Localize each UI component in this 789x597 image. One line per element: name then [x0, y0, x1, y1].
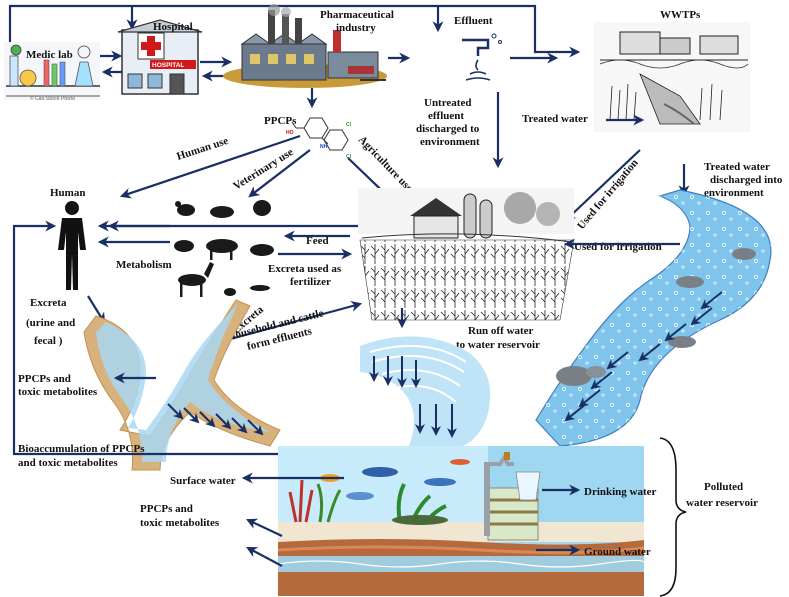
arrow-ppcps-toxic-2b [246, 546, 283, 567]
label-bioaccum-1: Bioaccumulation of PPCPs [18, 443, 145, 455]
label-bioaccum-2: and toxic metabolites [18, 457, 118, 469]
label-untreated-2: effluent [428, 110, 464, 122]
label-irrigation-diag: Used for irrigation [575, 157, 641, 232]
turkey-icon [253, 200, 271, 216]
runoff-stream-illustration [360, 336, 491, 448]
horse-icon [178, 274, 206, 286]
svg-text:NH: NH [320, 144, 328, 150]
label-polluted-1: Polluted [704, 481, 743, 493]
label-irrigation: Used for irrigation [574, 241, 662, 253]
label-human-use: Human use [175, 135, 230, 163]
effluent-icon [462, 33, 502, 81]
label-treated-discharged-2: discharged into [710, 174, 783, 186]
tap-icon [504, 452, 510, 460]
fish-icon [346, 492, 374, 500]
goose-icon [174, 240, 194, 252]
fish-icon [362, 467, 398, 477]
medic-lab-illustration [4, 42, 100, 100]
label-pharma-2: industry [336, 22, 376, 34]
top-line-to-wwtps [8, 4, 581, 58]
label-drinking-water: Drinking water [584, 486, 657, 498]
animals-illustration [174, 200, 274, 297]
label-treated-water: Treated water [522, 113, 588, 125]
label-wwtps: WWTPs [660, 9, 701, 21]
svg-text:Cl: Cl [346, 122, 352, 128]
arrow-ppcps-toxic-2 [246, 518, 283, 537]
label-ppcps-toxic-1b: toxic metabolites [18, 386, 98, 398]
reservoir-bracket [659, 437, 687, 597]
watermark-text: © Can Stock Photo [30, 95, 75, 102]
label-untreated-1: Untreated [424, 97, 471, 109]
arrow-human-use [119, 134, 301, 199]
hospital-illustration: HOSPITAL [117, 19, 203, 95]
water-reservoir-illustration [277, 446, 645, 596]
arrow-irrigation-diag [564, 149, 641, 222]
cow-icon [206, 239, 238, 253]
svg-text:HO: HO [286, 130, 294, 136]
lab-hospital-pharma-arrows [100, 50, 411, 82]
label-metabolism: Metabolism [116, 259, 172, 271]
label-runoff-2: to water reservoir [456, 339, 540, 351]
left-stream-arrows [167, 403, 264, 436]
river-arrows [564, 291, 723, 422]
wwtps-illustration [594, 22, 750, 132]
label-polluted-2: water reservoir [686, 497, 758, 509]
hospital-sign: HOSPITAL [152, 62, 184, 69]
label-untreated-4: environment [420, 136, 480, 148]
label-hospital: Hospital [153, 21, 193, 33]
arrow-veterinary-use [248, 149, 311, 198]
sheep-icon [250, 244, 274, 256]
top-flow-lines [8, 4, 581, 58]
fish-icon [450, 459, 470, 465]
pig-icon [210, 206, 234, 218]
fish-icon [424, 478, 456, 486]
label-ppcps-toxic-2b: toxic metabolites [140, 517, 220, 529]
label-ground-water: Ground water [584, 546, 651, 558]
label-agriculture-use: Agriculture use [356, 134, 415, 195]
label-ppcps-toxic-1a: PPCPs and [18, 373, 71, 385]
label-ppcps: PPCPs [264, 115, 297, 127]
label-excreta-fert-2: fertilizer [290, 276, 331, 288]
chicken-icon [177, 204, 195, 216]
pharma-industry-illustration [223, 4, 387, 88]
farm-illustration [358, 188, 575, 321]
label-feed: Feed [306, 235, 329, 247]
runoff-arrows [369, 356, 457, 438]
label-untreated-3: discharged to [416, 123, 480, 135]
label-excreta-3: fecal ) [34, 335, 63, 347]
reservoir-output-arrows [241, 472, 581, 567]
label-excreta-fert-1: Excreta used as [268, 263, 342, 275]
label-treated-discharged-1: Treated water [704, 161, 770, 173]
label-surface-water: Surface water [170, 475, 236, 487]
label-medic-lab: Medic lab [26, 49, 73, 61]
label-ppcps-toxic-2a: PPCPs and [140, 503, 193, 515]
fish-icon [250, 285, 270, 291]
ppcp-molecule-icon [291, 117, 349, 151]
label-excreta-1: Excreta [30, 297, 67, 309]
arrow-household-effluent [211, 300, 363, 346]
label-runoff-1: Run off water [468, 325, 533, 337]
coral-icon [288, 479, 314, 523]
arrow-bioaccumulation-loop [12, 220, 282, 456]
svg-text:Cl: Cl [346, 154, 352, 160]
human-silhouette-icon [58, 201, 86, 290]
label-excreta-2: (urine and [26, 317, 75, 329]
label-effluent: Effluent [454, 15, 493, 27]
glass-icon [515, 471, 541, 501]
label-human: Human [50, 187, 85, 199]
label-treated-discharged-3: environment [704, 187, 764, 199]
rabbit-icon [224, 288, 236, 296]
label-pharma-1: Pharmaceutical [320, 9, 394, 21]
animal-human-arrows [97, 220, 363, 346]
